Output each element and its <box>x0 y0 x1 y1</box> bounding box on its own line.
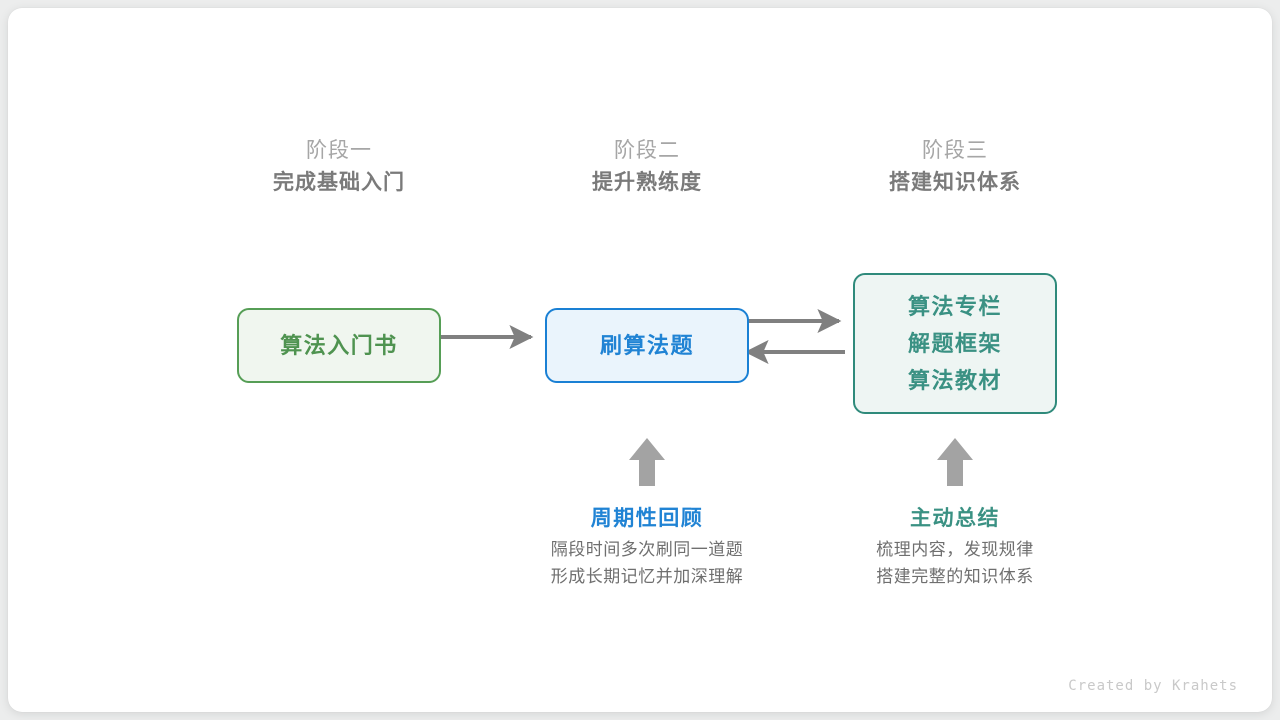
annotation-desc-line: 形成长期记忆并加深理解 <box>550 567 744 586</box>
annotation-title: 主动总结 <box>910 507 1000 530</box>
node-learning-resources[interactable]: 算法专栏 解题框架 算法教材 <box>853 273 1057 414</box>
stage-2-subtitle: 阶段二 <box>614 139 680 162</box>
node-label: 算法入门书 <box>280 333 398 358</box>
stage-header-3: 阶段三 搭建知识体系 <box>825 136 1085 200</box>
node-label: 算法教材 <box>907 368 1002 393</box>
annotation-periodic-review: 周期性回顾 隔段时间多次刷同一道题 形成长期记忆并加深理解 <box>497 436 797 590</box>
annotation-active-summary: 主动总结 梳理内容，发现规律 搭建完整的知识体系 <box>805 436 1105 590</box>
footer-credit: Created by Krahets <box>1068 678 1238 694</box>
node-label: 刷算法题 <box>599 333 694 358</box>
annotation-desc-line: 隔段时间多次刷同一道题 <box>550 540 744 559</box>
node-label: 解题框架 <box>907 331 1002 356</box>
stage-3-subtitle: 阶段三 <box>922 139 988 162</box>
stage-header-2: 阶段二 提升熟练度 <box>517 136 777 200</box>
arrow-up-icon <box>629 438 665 486</box>
annotation-title: 周期性回顾 <box>590 507 704 530</box>
stage-1-title: 完成基础入门 <box>273 171 405 194</box>
stage-3-title: 搭建知识体系 <box>889 171 1021 194</box>
node-algorithm-intro-book[interactable]: 算法入门书 <box>237 308 441 383</box>
stage-1-subtitle: 阶段一 <box>306 139 372 162</box>
node-label: 算法专栏 <box>907 294 1002 319</box>
node-practice-problems[interactable]: 刷算法题 <box>545 308 749 383</box>
arrow-up-icon <box>937 438 973 486</box>
diagram-canvas: 阶段一 完成基础入门 阶段二 提升熟练度 阶段三 搭建知识体系 算法入门书 刷算… <box>8 8 1272 712</box>
stage-header-1: 阶段一 完成基础入门 <box>209 136 469 200</box>
annotation-desc-line: 搭建完整的知识体系 <box>876 567 1034 586</box>
annotation-desc-line: 梳理内容，发现规律 <box>876 540 1034 559</box>
stage-2-title: 提升熟练度 <box>592 171 702 194</box>
